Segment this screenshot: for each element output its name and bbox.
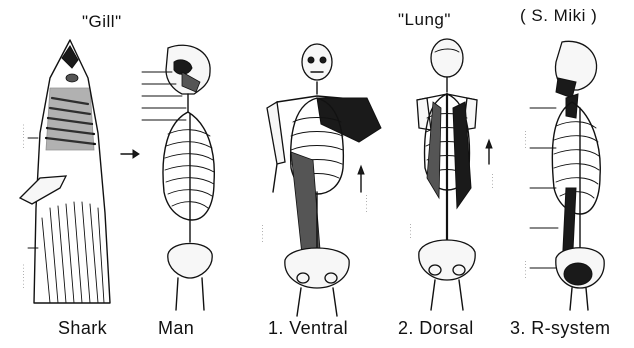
ventral-label-right: . . . . . . — [363, 194, 369, 212]
r-system-jaw-muscle — [556, 78, 576, 98]
man-femur-right — [202, 278, 204, 310]
ventral-label-left: . . . . . . — [259, 224, 265, 242]
ventral-hip-left — [297, 273, 309, 283]
r-system-pelvic-floor — [564, 263, 592, 285]
ventral-femur-right — [333, 288, 337, 316]
ventral-eye-right — [320, 57, 326, 63]
author-credit: ( S. Miki ) — [520, 6, 597, 26]
ventral-hip-right — [325, 273, 337, 283]
caption-r-system: 3. R-system — [510, 318, 610, 339]
dorsal-femur-left — [431, 280, 435, 310]
man-pelvis — [168, 244, 212, 279]
ventral-forearm — [273, 164, 277, 192]
dorsal-label-left: . . . . . — [407, 223, 413, 238]
r-system-femur — [570, 288, 572, 310]
ventral-femur-left — [297, 288, 301, 316]
shark-side-label-lower: . . . . . . . . — [20, 264, 26, 288]
ventral-skull — [302, 44, 332, 80]
shark-side-label-upper: . . . . . . . . — [20, 124, 26, 148]
ventral-skeleton-illustration: . . . . . . . . . . . . — [255, 42, 385, 317]
lung-header: "Lung" — [398, 10, 451, 30]
shark-eye — [66, 74, 78, 82]
ventral-pectoral-muscle — [317, 98, 381, 142]
dorsal-skull — [431, 39, 463, 77]
dorsal-pelvis — [419, 240, 475, 280]
shark-illustration: . . . . . . . . . . . . . . . . — [10, 38, 120, 308]
man-femur-left — [176, 278, 178, 310]
caption-ventral: 1. Ventral — [268, 318, 348, 339]
man-skeleton-illustration — [138, 42, 228, 312]
caption-man: Man — [158, 318, 194, 339]
pectoral-fin — [20, 176, 66, 204]
ventral-pelvis — [285, 248, 349, 288]
r-system-ribs — [554, 122, 599, 198]
caption-dorsal: 2. Dorsal — [398, 318, 474, 339]
gill-header: "Gill" — [82, 12, 122, 32]
ventral-humerus — [267, 102, 285, 164]
r-system-label-upper: . . . . . . — [522, 130, 528, 148]
dorsal-scapula-left — [417, 98, 431, 130]
man-ribcage-outline — [163, 112, 214, 220]
caption-shark: Shark — [58, 318, 107, 339]
r-system-skeleton-illustration: . . . . . . . . . . . . — [516, 38, 626, 313]
dorsal-femur-right — [459, 280, 463, 310]
branchial-muscle-region — [46, 88, 94, 150]
dorsal-skeleton-illustration: . . . . . . . . . . — [405, 38, 505, 313]
myomere-lines — [42, 202, 104, 303]
ventral-eye-left — [308, 57, 314, 63]
r-system-label-lower: . . . . . . — [522, 260, 528, 278]
dorsal-label-right: . . . . . — [489, 173, 495, 188]
arrow-icon — [120, 148, 140, 160]
